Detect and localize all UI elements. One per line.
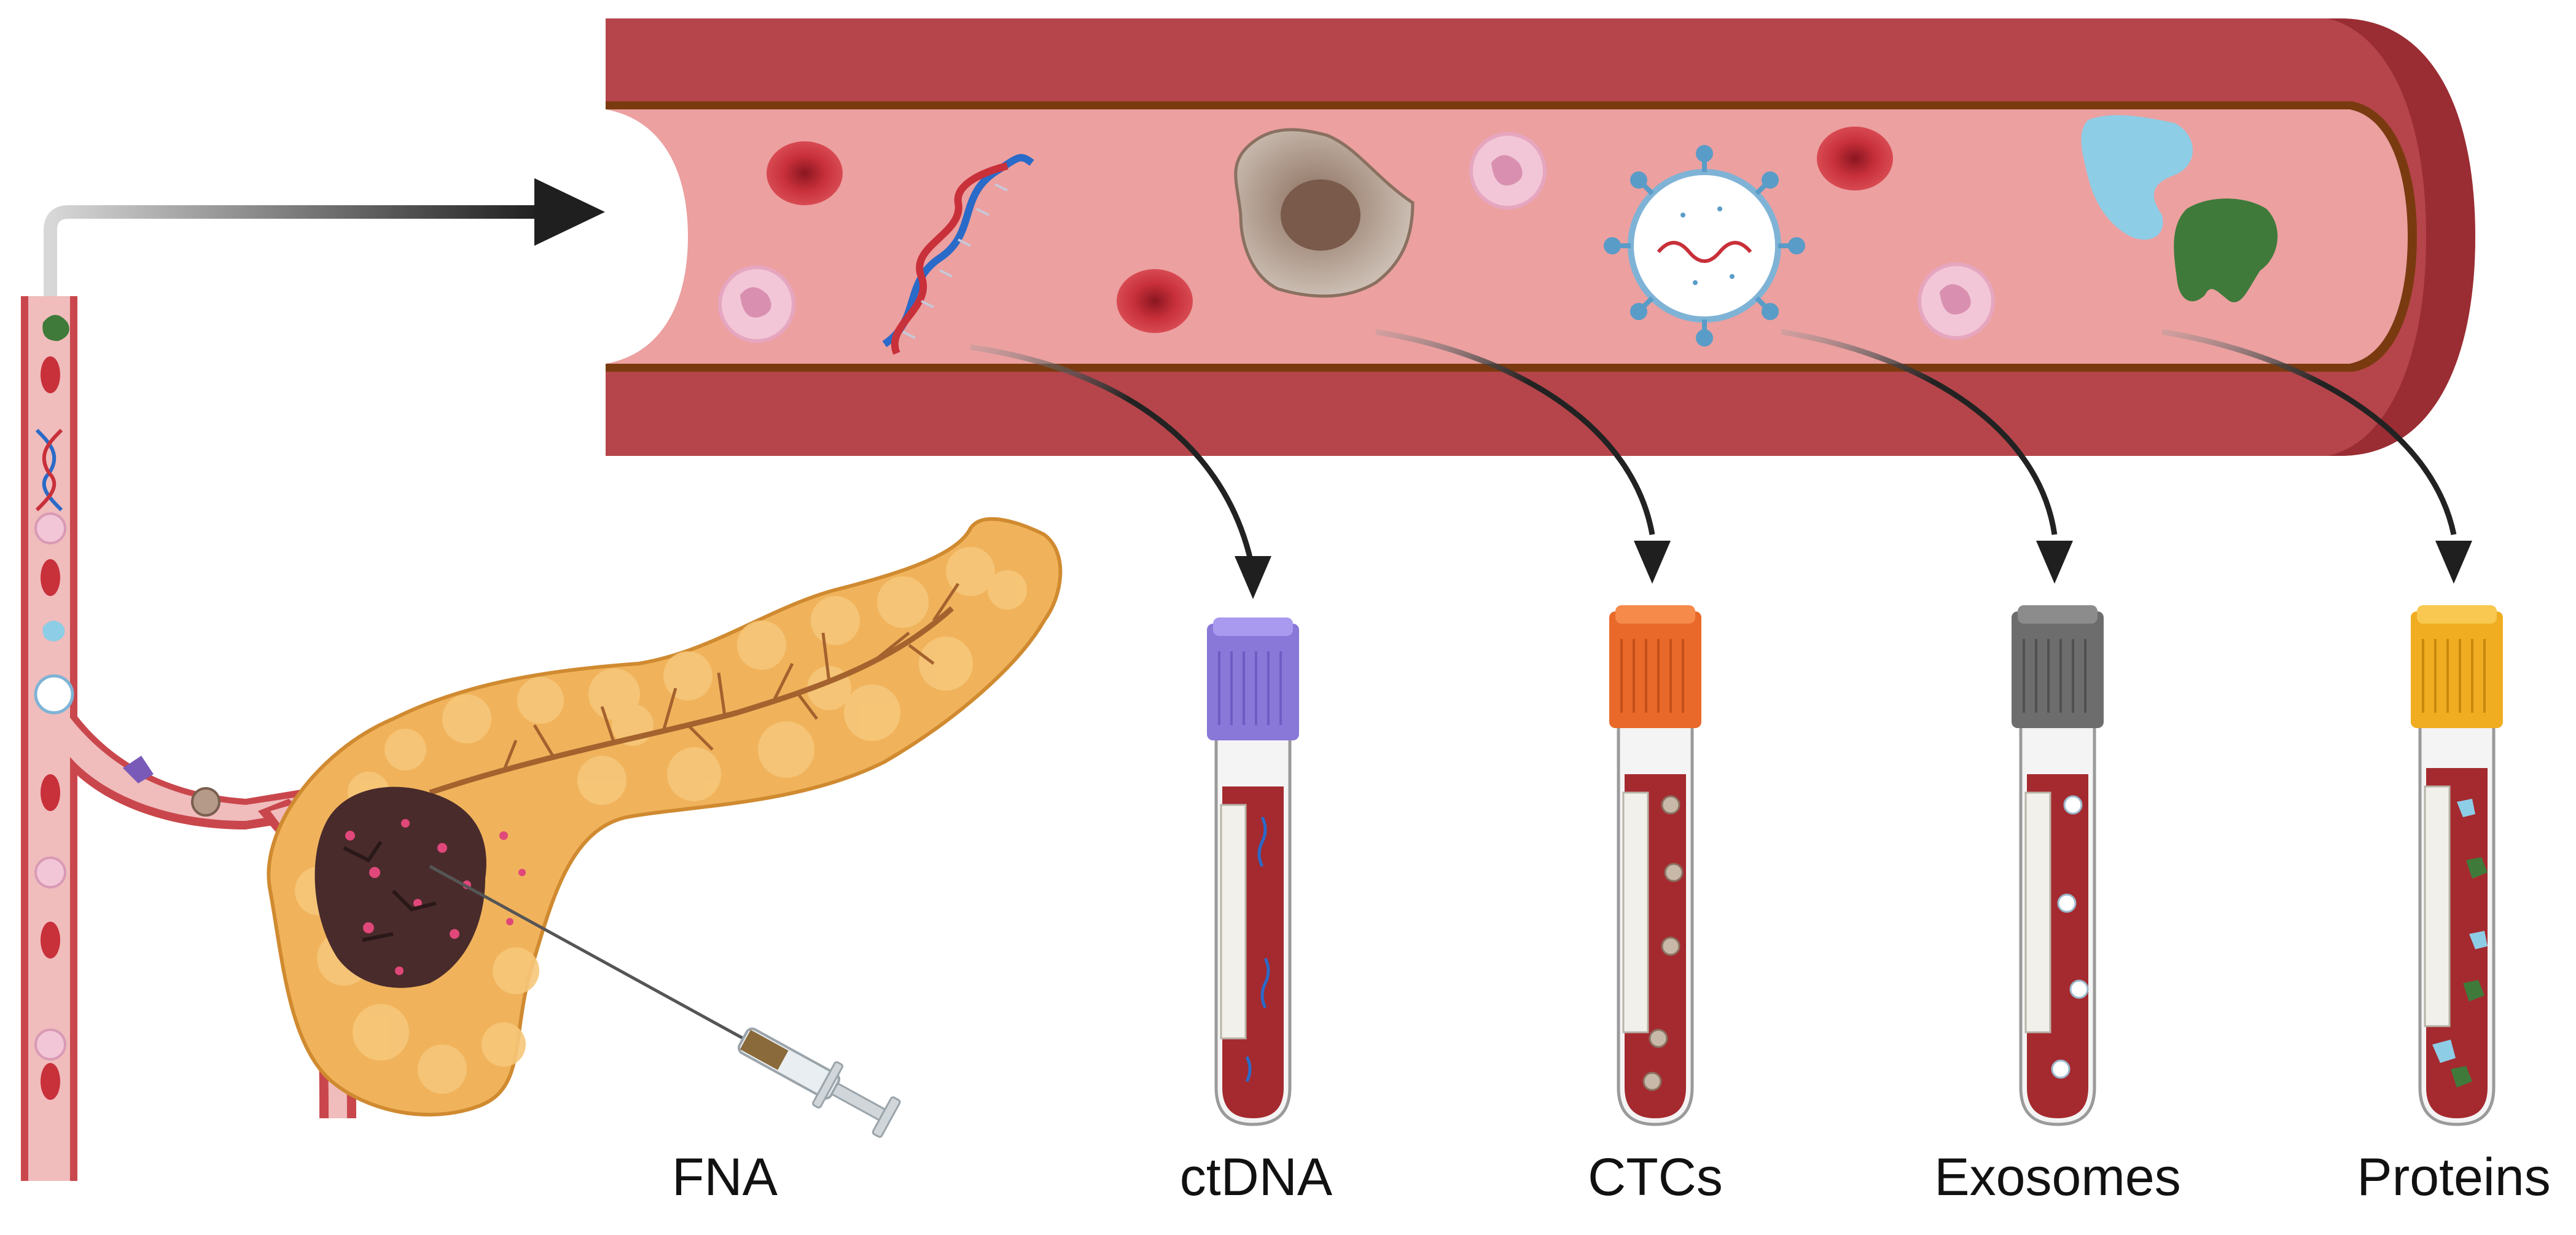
white-blood-cell	[34, 1029, 66, 1061]
red-blood-cell	[41, 774, 60, 811]
labels: FNA ctDNA CTCs Exosomes Proteins	[672, 1148, 2551, 1207]
white-blood-cell	[34, 512, 66, 544]
label-fna: FNA	[672, 1148, 778, 1207]
vertical-vessel-cells	[34, 315, 221, 1100]
label-proteins: Proteins	[2357, 1148, 2551, 1207]
tube-exosomes	[2012, 605, 2104, 1126]
arrowhead-icon	[2036, 541, 2073, 584]
arrowhead-icon	[2435, 541, 2472, 584]
red-blood-cell	[1817, 127, 1893, 190]
white-blood-cell	[1469, 132, 1547, 210]
red-blood-cell	[41, 356, 60, 393]
connector-arrow	[44, 178, 605, 296]
exosome	[1604, 145, 1805, 347]
label-exosomes: Exosomes	[1934, 1148, 2181, 1207]
circulating-tumor-cell	[191, 787, 221, 817]
arrowhead-icon	[1235, 556, 1271, 599]
tube-ctdna	[1207, 618, 1299, 1126]
protein	[42, 621, 65, 641]
white-blood-cell	[1918, 262, 1995, 340]
syringe	[429, 864, 901, 1138]
label-ctcs: CTCs	[1588, 1148, 1723, 1207]
white-blood-cell	[718, 265, 795, 343]
arrowhead-icon	[1634, 541, 1671, 584]
red-blood-cell	[1117, 269, 1193, 333]
white-blood-cell	[34, 857, 66, 888]
red-blood-cell	[41, 1063, 60, 1100]
label-ctdna: ctDNA	[1180, 1148, 1333, 1207]
exosome	[34, 674, 74, 715]
tube-proteins	[2411, 605, 2503, 1126]
dna-helix	[882, 154, 1034, 355]
protein	[42, 315, 69, 341]
sample-arrows	[970, 329, 2472, 599]
tumor	[314, 786, 526, 988]
protein	[2081, 115, 2193, 240]
tube-ctcs	[1609, 605, 1701, 1126]
vessel-contents	[718, 115, 2278, 355]
protein	[2174, 198, 2278, 302]
red-blood-cell	[41, 559, 60, 596]
red-blood-cell	[767, 141, 843, 205]
protein	[123, 756, 154, 783]
circulating-tumor-cell	[1234, 128, 1415, 298]
red-blood-cell	[41, 922, 60, 959]
horizontal-blood-vessel	[606, 18, 2475, 456]
